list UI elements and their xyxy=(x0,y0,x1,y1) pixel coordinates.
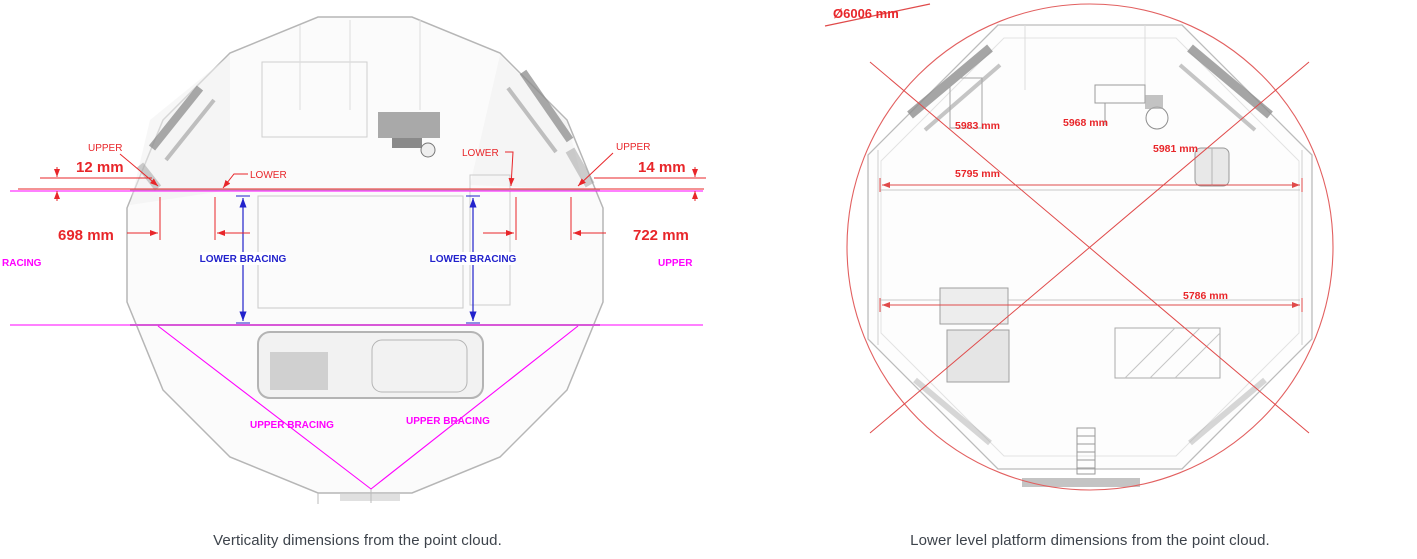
lower-bracing-label-2: LOWER BRACING xyxy=(430,254,517,265)
dim-12mm-label: 12 mm xyxy=(76,159,124,176)
lower-left-label: LOWER xyxy=(250,170,287,181)
dim-698mm-label: 698 mm xyxy=(58,227,114,244)
point-cloud-left xyxy=(126,16,604,504)
dim-722mm-label: 722 mm xyxy=(633,227,689,244)
red-dimension-overlay xyxy=(18,151,706,240)
point-cloud-right xyxy=(867,24,1313,487)
bracing-left-edge-label: RACING xyxy=(2,258,42,269)
upper-right-edge-label: UPPER xyxy=(658,258,693,269)
verticality-drawing-svg: UPPER 12 mm LOWER LOWER UPPER 14 mm 698 … xyxy=(2,16,706,504)
dim-5786-label: 5786 mm xyxy=(1183,290,1228,302)
verticality-figure: UPPER 12 mm LOWER LOWER UPPER 14 mm 698 … xyxy=(0,0,715,515)
diameter-label: Ø6006 mm xyxy=(833,6,899,21)
dim-14mm-label: 14 mm xyxy=(638,159,686,176)
left-figure-caption: Verticality dimensions from the point cl… xyxy=(213,531,502,549)
upper-right-label: UPPER xyxy=(616,142,650,153)
dim-5981-label: 5981 mm xyxy=(1153,143,1198,155)
red-dimension-overlay-right xyxy=(824,3,1334,491)
right-figure-caption: Lower level platform dimensions from the… xyxy=(910,531,1270,549)
dim-5983-label: 5983 mm xyxy=(955,120,1000,132)
lower-right-label: LOWER xyxy=(462,148,499,159)
upper-bracing-label-1: UPPER BRACING xyxy=(250,420,334,431)
platform-drawing-svg: Ø6006 mm 5983 mm 5968 mm 5981 mm 5795 mm… xyxy=(824,3,1334,491)
label-backing xyxy=(431,252,515,265)
upper-bracing-label-2: UPPER BRACING xyxy=(406,416,490,427)
platform-figure: Ø6006 mm 5983 mm 5968 mm 5981 mm 5795 mm… xyxy=(775,0,1405,515)
upper-bracing-overlay xyxy=(10,190,703,490)
label-backing xyxy=(201,252,285,265)
lower-bracing-label-1: LOWER BRACING xyxy=(200,254,287,265)
dim-5968-label: 5968 mm xyxy=(1063,117,1108,129)
upper-left-label: UPPER xyxy=(88,143,122,154)
dim-5795-label: 5795 mm xyxy=(955,168,1000,180)
